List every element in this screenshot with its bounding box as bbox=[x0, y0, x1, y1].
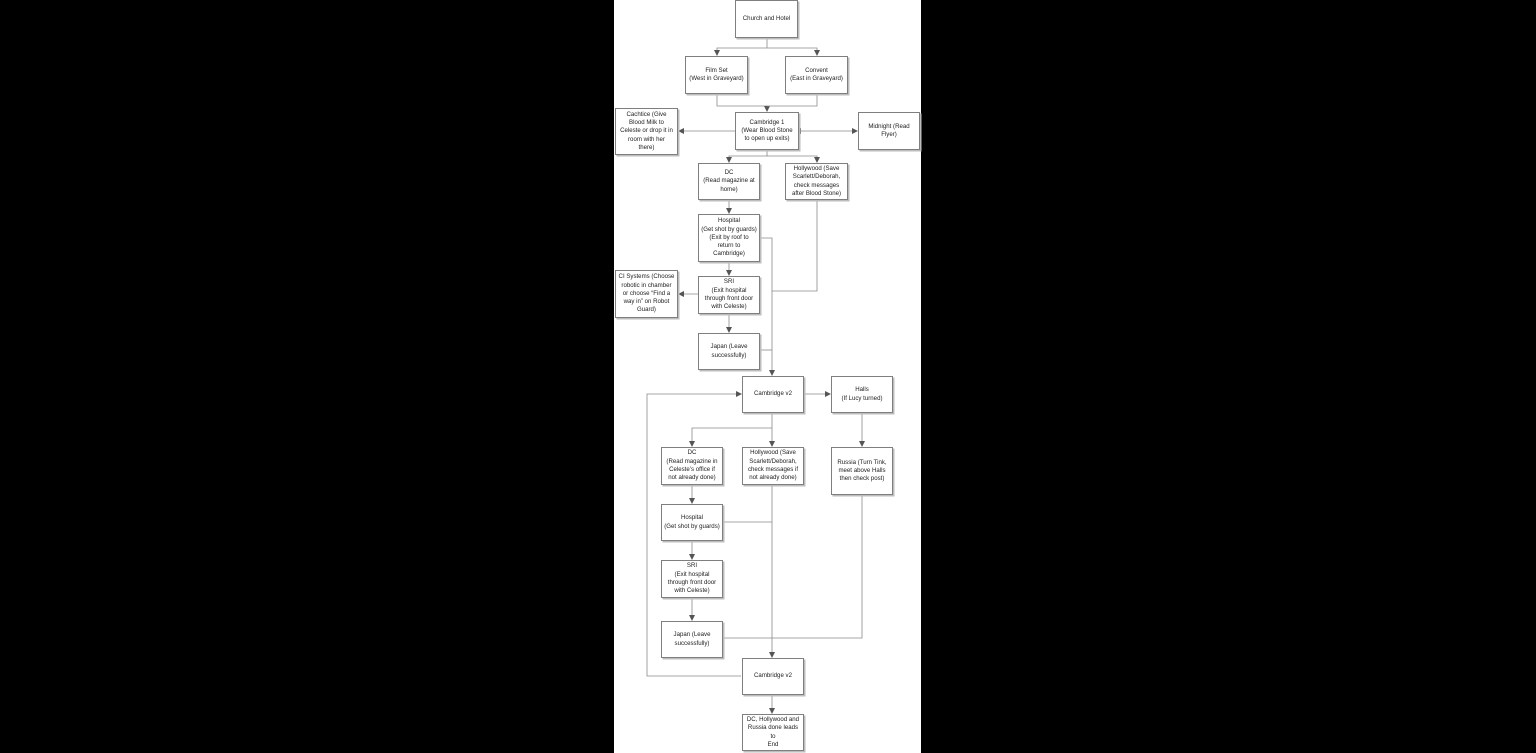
node-halls: Halls (If Lucy turned) bbox=[831, 376, 893, 413]
node-hollywood-1: Hollywood (Save Scarlett/Deborah, check … bbox=[785, 163, 848, 200]
connector-hollywood-1-to-cambridge-v2 bbox=[772, 200, 818, 292]
node-japan-2: Japan (Leave successfully) bbox=[661, 621, 723, 658]
node-hospital-2: Hospital (Get shot by guards) bbox=[661, 504, 723, 541]
node-dc-1: DC (Read magazine at home) bbox=[698, 163, 760, 200]
node-cambridge-1: Cambridge 1 (Wear Blood Stone to open up… bbox=[735, 112, 799, 150]
connector-cambridge-v2-to-dc-2 bbox=[689, 413, 773, 447]
node-russia: Russia (Turn Tink, meet above Halls then… bbox=[831, 447, 893, 495]
connector-cambridge-1-to-dc-1 bbox=[726, 151, 768, 163]
node-cambridge-v2-top: Cambridge v2 bbox=[742, 376, 804, 413]
connector-convent-to-cambridge-1 bbox=[767, 94, 818, 107]
connector-russia-to-cambridge-v2 bbox=[772, 496, 863, 639]
node-convent: Convent (East in Graveyard) bbox=[785, 56, 848, 94]
node-church-and-hotel: Church and Hotel bbox=[735, 0, 798, 38]
connector-church-to-film-set bbox=[714, 38, 768, 56]
node-end: DC, Hollywood and Russia done leads to E… bbox=[742, 714, 804, 751]
connector-church-to-convent bbox=[767, 47, 820, 56]
connector-cambridge-1-to-hollywood-1 bbox=[767, 155, 820, 163]
flowchart-canvas: Church and Hotel Film Set (West in Grave… bbox=[614, 0, 921, 753]
node-sri-2: SRI (Exit hospital through front door wi… bbox=[661, 560, 723, 598]
node-hollywood-2: Hollywood (Save Scarlett/Deborah, check … bbox=[742, 447, 804, 485]
connector-hospital-1-to-cambridge-v2 bbox=[760, 237, 775, 376]
connector-loop-back-to-cambridge-v2 bbox=[646, 391, 742, 677]
node-japan-1: Japan (Leave successfully) bbox=[698, 333, 760, 370]
node-ci-systems: CI Systems (Choose robotic in chamber or… bbox=[615, 270, 678, 318]
node-film-set: Film Set (West in Graveyard) bbox=[685, 56, 748, 94]
node-cambridge-v2-bottom: Cambridge v2 bbox=[742, 658, 804, 695]
node-cachtice: Cachtice (Give Blood Milk to Celeste or … bbox=[615, 108, 678, 155]
connector-layer bbox=[646, 38, 865, 714]
connector-film-set-to-cambridge-1 bbox=[716, 94, 770, 112]
node-sri-1: SRI (Exit hospital through front door wi… bbox=[698, 276, 760, 314]
node-midnight: Midnight (Read Flyer) bbox=[858, 112, 920, 150]
node-hospital-1: Hospital (Get shot by guards) (Exit by r… bbox=[698, 214, 760, 262]
node-dc-2: DC (Read magazine in Celeste’s office if… bbox=[661, 447, 723, 485]
